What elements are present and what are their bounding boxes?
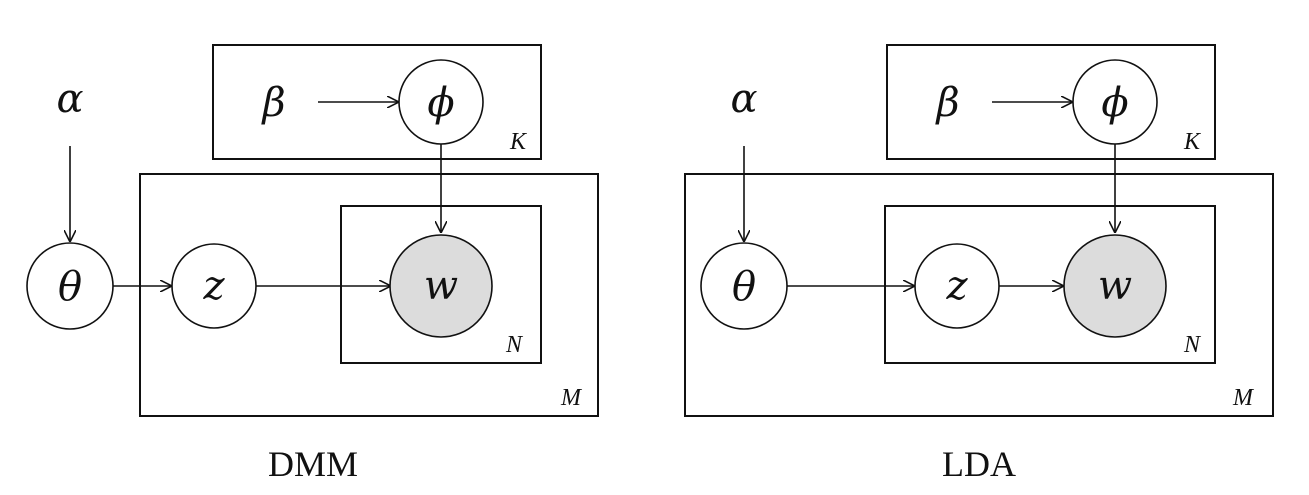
symbol-z: z [945,263,968,309]
node-w [1063,234,1167,338]
plate-k-label: K [1183,129,1202,155]
node-z [171,243,257,329]
node-z [914,243,1000,329]
plate-m [139,173,599,417]
plate-k [886,44,1216,160]
symbol-alpha: α [730,76,757,122]
symbol-phi: ϕ [427,80,454,126]
symbol-beta: β [934,80,959,126]
plate-k-label: K [509,129,528,155]
plate-n-label: N [505,332,524,358]
plate-n [884,205,1216,364]
plate-k [212,44,542,160]
lda-panel: α β ϕ θ z w K N M LDA [684,44,1274,484]
symbol-theta: θ [732,264,756,310]
symbol-theta: θ [58,264,82,310]
node-theta [700,242,788,330]
symbol-z: z [202,263,225,309]
symbol-w: w [1098,263,1132,309]
symbol-alpha: α [56,76,83,122]
plate-m [684,173,1274,417]
plate-n-label: N [1183,332,1202,358]
symbol-beta: β [260,80,285,126]
node-theta [26,242,114,330]
node-w [389,234,493,338]
plate-m-label: M [1232,385,1255,411]
plate-m-label: M [560,385,583,411]
panel-caption: DMM [268,444,358,484]
node-phi [398,59,484,145]
panel-caption: LDA [942,444,1016,484]
symbol-w: w [424,263,458,309]
node-phi [1072,59,1158,145]
dmm-panel: α β ϕ θ z w K N M DMM [26,44,599,484]
symbol-phi: ϕ [1101,80,1128,126]
